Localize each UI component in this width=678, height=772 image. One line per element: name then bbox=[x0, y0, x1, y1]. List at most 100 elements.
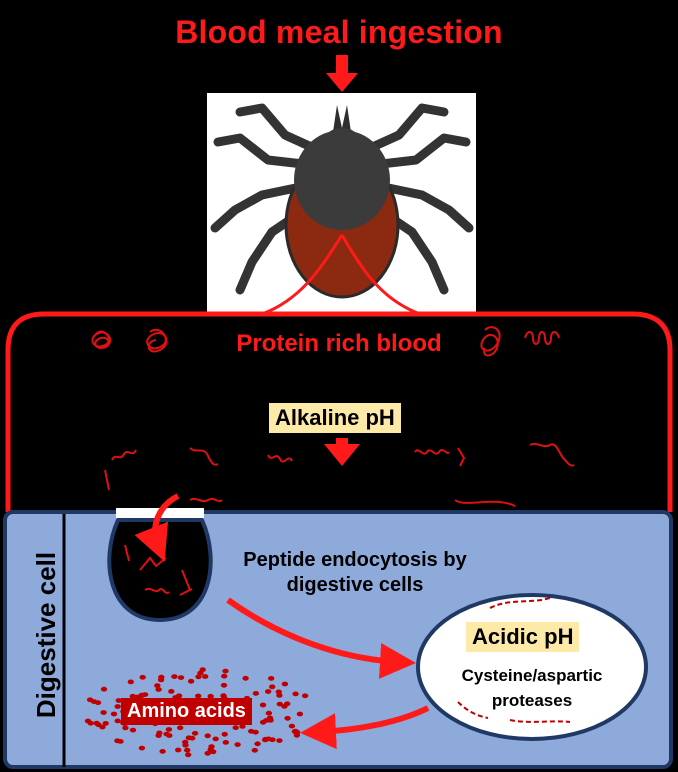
amino-acid-dot bbox=[269, 684, 276, 690]
amino-acid-dot bbox=[139, 674, 146, 680]
amino-acid-dot bbox=[202, 674, 209, 679]
amino-acid-dot bbox=[239, 724, 246, 729]
peptide-endocytosis-label: Peptide endocytosis by digestive cells bbox=[243, 549, 467, 596]
amino-acid-dot bbox=[129, 693, 136, 699]
proteases-label: Cysteine/aspartic proteases bbox=[461, 666, 603, 710]
amino-acid-dot bbox=[265, 689, 272, 694]
amino-acid-dot bbox=[129, 727, 137, 733]
coiled-proteins bbox=[91, 326, 560, 357]
amino-acid-dot bbox=[284, 701, 291, 707]
amino-acid-dot bbox=[276, 738, 283, 743]
amino-acid-dot bbox=[175, 693, 183, 699]
amino-acid-dot bbox=[275, 689, 282, 695]
amino-acid-dot bbox=[296, 711, 304, 717]
alkaline-ph-label: Alkaline pH bbox=[269, 403, 401, 433]
amino-acid-dot bbox=[276, 701, 283, 707]
endocytic-vesicle bbox=[107, 508, 213, 623]
amino-acid-dot bbox=[204, 750, 211, 756]
amino-acid-dot bbox=[163, 731, 170, 737]
amino-acid-dot bbox=[293, 732, 301, 738]
amino-acid-dot bbox=[155, 733, 162, 738]
amino-acid-dot bbox=[159, 749, 166, 754]
amino-acid-dot bbox=[187, 678, 195, 684]
amino-acid-dot bbox=[191, 730, 199, 736]
amino-acid-dot bbox=[242, 675, 249, 681]
acidic-ph-label: Acidic pH bbox=[466, 622, 580, 652]
amino-acid-dot bbox=[265, 710, 273, 716]
amino-acid-dot bbox=[195, 674, 202, 680]
amino-acid-dot bbox=[292, 691, 299, 697]
amino-acid-dot bbox=[220, 693, 227, 699]
amino-acid-dot bbox=[100, 686, 108, 692]
amino-acid-dot bbox=[185, 752, 192, 758]
amino-acid-dot bbox=[84, 718, 92, 724]
amino-acid-dot bbox=[117, 739, 124, 744]
ingestion-arrow bbox=[326, 55, 358, 92]
amino-acid-dot bbox=[171, 674, 178, 679]
amino-acid-dot bbox=[276, 693, 283, 698]
amino-acid-dot bbox=[254, 741, 261, 747]
amino-acid-dot bbox=[155, 687, 162, 692]
amino-acid-dot bbox=[168, 689, 175, 694]
amino-acid-dot bbox=[204, 733, 211, 739]
amino-acid-dot bbox=[207, 693, 214, 699]
tick-illustration bbox=[207, 93, 476, 314]
amino-acid-dot bbox=[301, 693, 309, 699]
amino-acid-dot bbox=[222, 668, 229, 674]
amino-acid-dot bbox=[100, 710, 107, 715]
amino-acid-dot bbox=[110, 711, 118, 717]
release-arrow bbox=[300, 705, 430, 750]
alkaline-arrow bbox=[324, 438, 360, 466]
amino-acid-dot bbox=[184, 747, 191, 753]
amino-acid-dot bbox=[185, 735, 192, 741]
amino-acid-dot bbox=[259, 702, 267, 708]
amino-acid-dot bbox=[220, 682, 228, 688]
amino-acid-dot bbox=[177, 675, 185, 680]
amino-acid-dot bbox=[268, 676, 275, 681]
amino-acid-dot bbox=[141, 692, 149, 697]
amino-acid-dot bbox=[175, 747, 182, 753]
amino-acid-dot bbox=[251, 747, 258, 753]
amino-acid-dot bbox=[252, 691, 260, 696]
amino-acid-dot bbox=[115, 698, 123, 703]
title: Blood meal ingestion bbox=[175, 14, 503, 50]
transport-arrow bbox=[226, 597, 416, 679]
amino-acid-dot bbox=[114, 718, 121, 724]
amino-acid-dot bbox=[221, 673, 228, 679]
amino-acid-dot bbox=[154, 683, 161, 688]
amino-acid-dot bbox=[158, 674, 165, 680]
gut-lumen-outline bbox=[5, 311, 673, 512]
amino-acid-dot bbox=[122, 725, 129, 731]
amino-acid-dot bbox=[177, 725, 184, 731]
amino-acid-dot bbox=[114, 704, 121, 709]
digestive-cell-label: Digestive cell bbox=[31, 551, 61, 719]
amino-acid-dot bbox=[212, 736, 219, 742]
amino-acids-label: Amino acids bbox=[121, 698, 252, 725]
amino-acid-dot bbox=[262, 736, 269, 742]
amino-acid-dot bbox=[288, 723, 296, 729]
amino-acid-dot bbox=[102, 721, 109, 726]
amino-acid-dot bbox=[248, 728, 255, 734]
amino-acid-dot bbox=[208, 744, 215, 749]
amino-acid-dot bbox=[195, 693, 202, 699]
amino-acid-dot bbox=[138, 745, 146, 751]
amino-acid-dot bbox=[86, 697, 94, 703]
amino-acid-dot bbox=[222, 740, 229, 745]
amino-acid-dot bbox=[292, 728, 299, 734]
amino-acid-dot bbox=[221, 731, 228, 737]
amino-acid-dot bbox=[281, 681, 289, 687]
amino-acid-dot bbox=[199, 667, 206, 673]
blood-stream bbox=[261, 234, 421, 316]
amino-acid-dot bbox=[95, 722, 102, 728]
amino-acid-dot bbox=[234, 742, 241, 747]
amino-acid-dot bbox=[232, 725, 239, 731]
peptide-fragments bbox=[104, 442, 575, 507]
amino-acid-dot bbox=[165, 727, 173, 732]
amino-acid-dot bbox=[127, 679, 134, 685]
uptake-arrow bbox=[134, 493, 180, 562]
amino-acid-dot bbox=[284, 715, 291, 721]
amino-acid-dot bbox=[266, 715, 274, 721]
amino-acid-dot bbox=[182, 742, 189, 748]
protein-rich-blood-label: Protein rich blood bbox=[236, 330, 442, 357]
